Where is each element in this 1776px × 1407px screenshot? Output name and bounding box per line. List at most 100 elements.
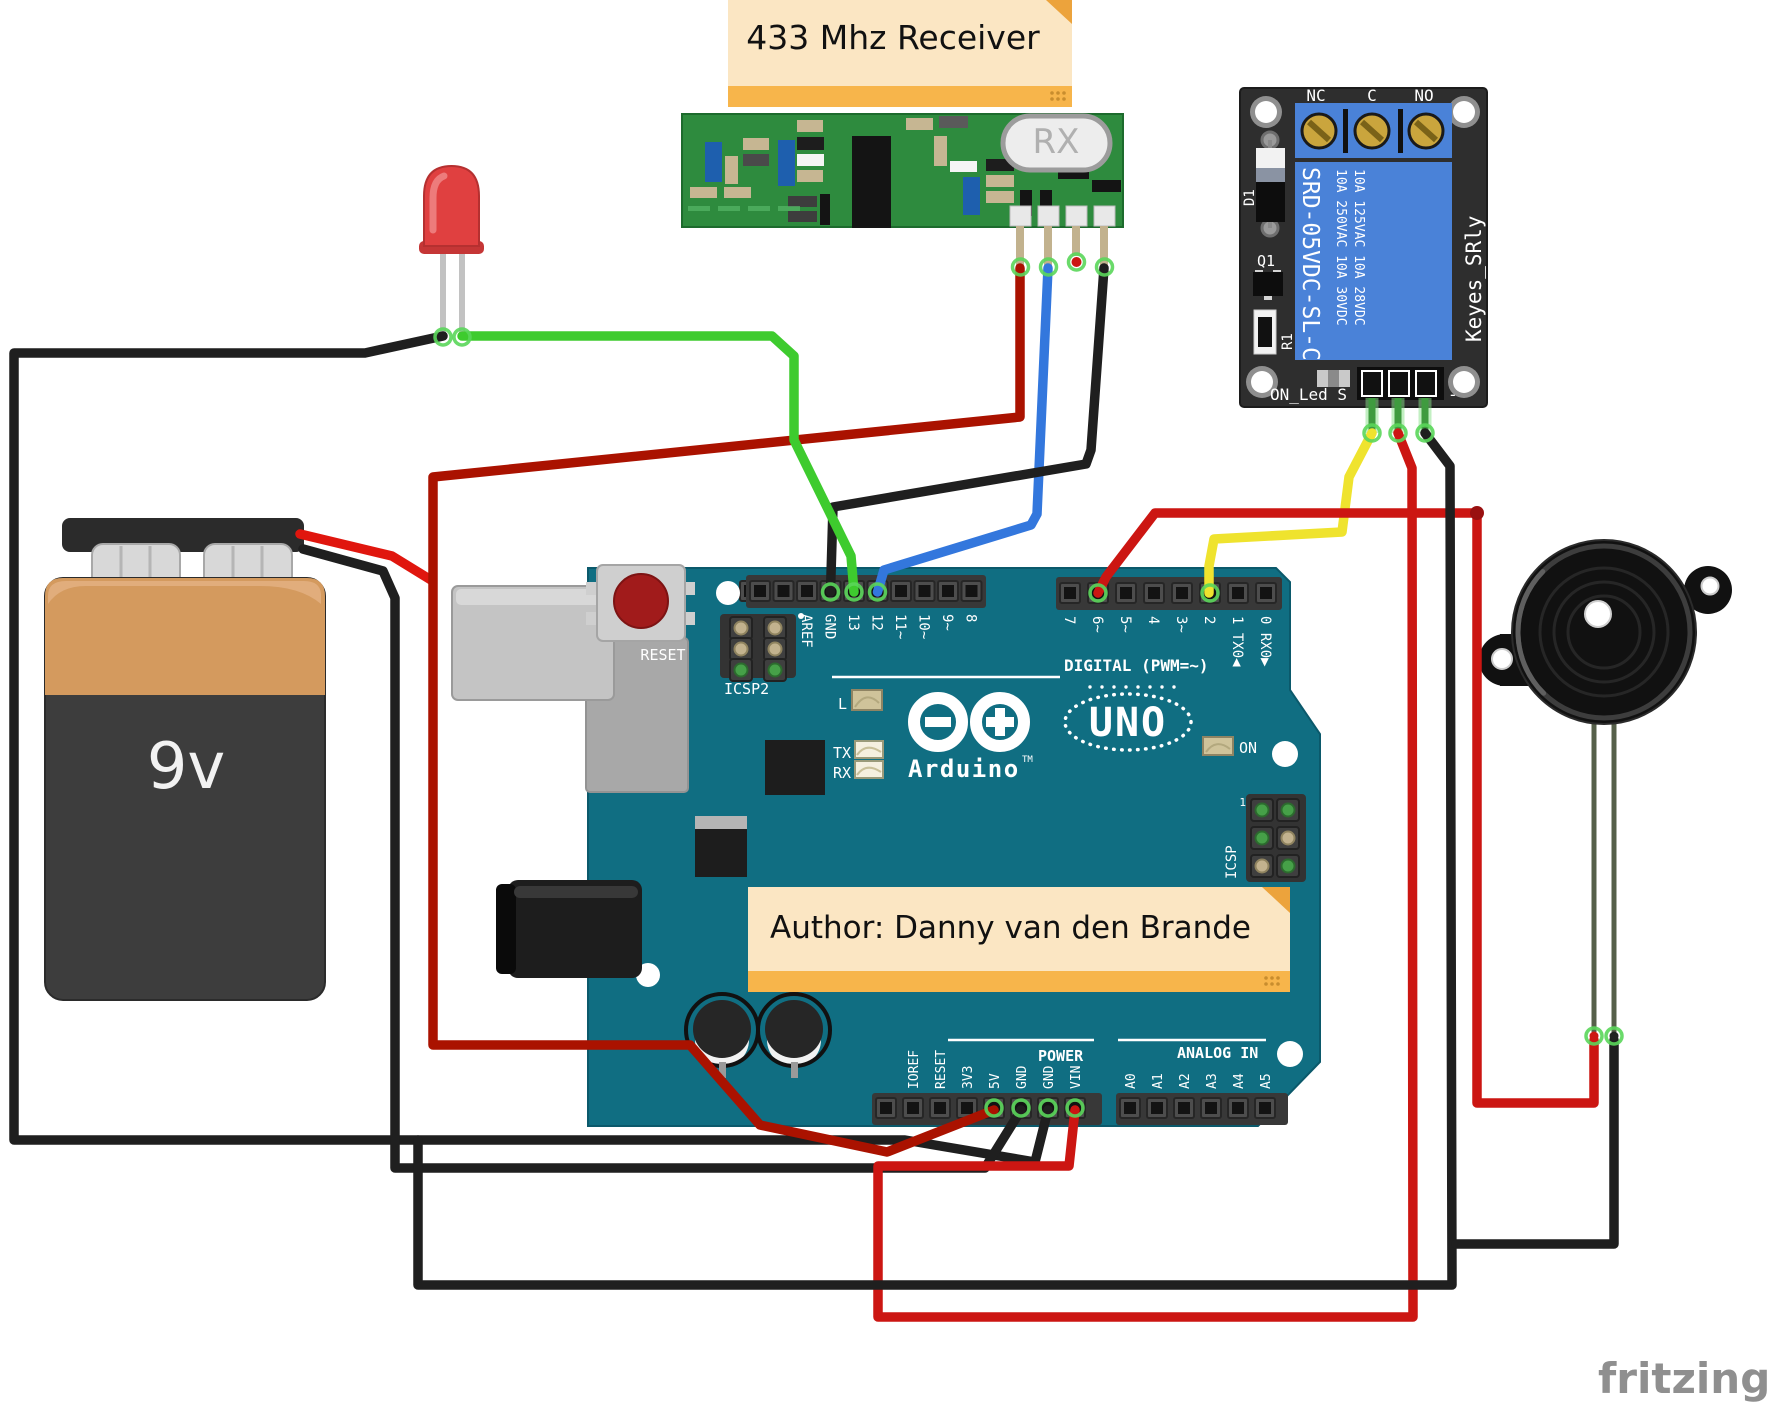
icsp2-header[interactable] [720,613,804,682]
relay-bottom-label: ON_Led S [1270,385,1347,404]
digital-header-left[interactable] [746,575,986,608]
relay-legs[interactable] [1365,398,1432,433]
led-on-label: ON [1239,739,1257,757]
wire-battery-black[interactable] [298,544,1026,1173]
analog-caption: ANALOG IN [1177,1044,1258,1062]
battery-9v[interactable]: 9v [44,518,326,1001]
screw-c[interactable] [1355,114,1389,148]
relay-hole [1448,96,1480,128]
relay-brand: Keyes_SRly [1462,216,1486,342]
digital-labels-left: AREF GND 13 12 11~ 10~ 9~ 8 [798,614,979,648]
wire-led-green[interactable] [457,331,859,597]
svg-text:1 TX0◀: 1 TX0◀ [1229,616,1245,667]
wire-relay-signal-yellow[interactable] [1204,428,1377,598]
receiver-pin3-stub[interactable] [1071,257,1082,267]
digital-header-right[interactable] [1056,577,1282,610]
buzzer-center-hole [1584,600,1612,628]
icsp-header[interactable] [1246,794,1306,882]
svg-text:RESET: RESET [934,1050,949,1089]
svg-text:VIN: VIN [1069,1066,1084,1089]
q1-label: Q1 [1257,252,1275,270]
receiver-module[interactable]: RX [681,113,1124,268]
connection-rings [433,252,1624,1118]
svg-text:A4: A4 [1232,1073,1247,1089]
rx-crystal: RX [1000,113,1113,173]
rx-label: RX [1033,122,1080,162]
fritzing-watermark: fritzing [1598,1354,1770,1403]
svg-text:5V: 5V [988,1073,1003,1089]
svg-text:10~: 10~ [916,614,932,639]
uno-oval [1063,692,1193,752]
note-grip-dots[interactable] [1264,976,1280,986]
battery-label: 9v [147,730,226,804]
led-tx-label: TX [833,744,851,762]
note-fold-corner [1262,887,1290,913]
svg-text:13: 13 [845,614,861,631]
analog-header[interactable] [1116,1093,1288,1125]
r1-label: R1 [1280,333,1296,350]
digital-labels-right: 7 6~ 5~ 4 3~ 2 1 TX0◀ 0 RX0▶ [1061,616,1273,667]
svg-text:IOREF: IOREF [907,1050,922,1089]
note-author-text: Author: Danny van den Brande [770,910,1251,946]
wire-battery-red[interactable] [295,529,436,585]
svg-text:8: 8 [963,614,979,622]
minus-icon [925,717,951,727]
led-l [851,689,883,711]
svg-text:A2: A2 [1178,1073,1193,1089]
voltage-regulator-tab [695,816,747,829]
uno-model: UNO [1089,700,1167,746]
note-fold-corner [1046,0,1072,24]
svg-text:A0: A0 [1124,1073,1139,1089]
capacitor [684,992,760,1078]
buzzer[interactable] [1479,539,1732,1032]
note-receiver[interactable]: 433 Mhz Receiver [728,0,1072,107]
mounting-hole [636,963,660,987]
note-receiver-text: 433 Mhz Receiver [746,18,1040,57]
icsp2-label: ICSP2 [724,680,769,698]
wire-receiver-vcc-darkred[interactable] [428,263,1025,1157]
svg-text:2: 2 [1201,616,1217,624]
wire-buzzer-black[interactable] [1451,1035,1619,1249]
note-author[interactable]: Author: Danny van den Brande [748,887,1290,992]
arduino-logo-icon [908,692,1030,752]
led-rx [854,760,884,779]
usb-connector[interactable] [451,585,615,701]
diode-d1: D1 [1242,130,1285,238]
wire-receiver-gnd-black[interactable] [825,263,1109,597]
wire-receiver-data-blue[interactable] [872,263,1053,597]
transistor-q1: Q1 [1253,252,1283,300]
led-tx [854,740,884,759]
relay-body [1295,162,1452,360]
screw-no[interactable] [1409,114,1443,148]
wire-relay-gnd-black[interactable] [413,428,1457,1290]
reset-label: RESET [640,646,685,664]
wire-buzzer-red[interactable] [1472,508,1599,1108]
relay-hole [1250,96,1282,128]
note-grip-dots[interactable] [1050,91,1066,101]
relay-c-label: C [1367,86,1377,105]
wire-junction-dot[interactable] [1470,506,1484,520]
reset-button[interactable] [586,564,695,642]
buzzer-mount-hole [1700,576,1720,596]
power-jack[interactable] [508,880,642,978]
arduino-brand: Arduino [908,755,1020,783]
relay-module[interactable]: NC C NO SRD-05VDC-SL-C 10A 250VAC 10A 30… [1239,86,1488,433]
svg-text:11~: 11~ [892,614,908,639]
resistor-r1: R1 [1253,309,1296,355]
svg-text:GND: GND [822,614,838,639]
atmega16u2-chip [765,740,825,795]
receiver-pins[interactable] [1009,205,1116,268]
svg-text:7: 7 [1061,616,1077,624]
svg-text:A3: A3 [1205,1073,1220,1089]
red-led[interactable] [419,164,484,337]
wire-relay-vcc-red[interactable] [873,428,1418,1322]
mounting-hole [1272,741,1298,767]
relay-nc-label: NC [1306,86,1325,105]
svg-text:GND: GND [1015,1065,1030,1089]
svg-text:3V3: 3V3 [961,1066,976,1089]
arduino-tm: TM [1022,755,1033,765]
icsp-label: ICSP [1224,845,1240,879]
digital-caption: DIGITAL (PWM=~) [1064,656,1209,675]
screw-nc[interactable] [1302,114,1336,148]
